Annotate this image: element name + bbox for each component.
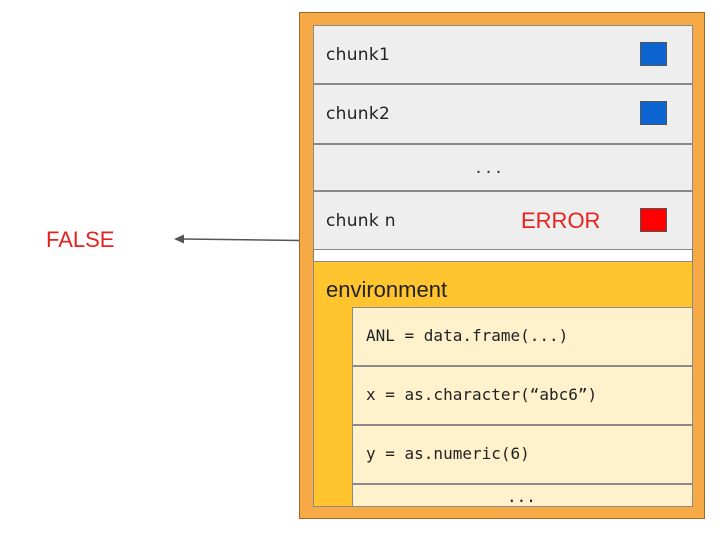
chunk-row-1 (313, 25, 693, 84)
error-square-icon (640, 208, 667, 232)
variable-text: y = as.numeric(6) (366, 444, 530, 463)
environment-title: environment (326, 277, 448, 302)
result-label: FALSE (46, 227, 115, 252)
variable-row (352, 366, 693, 425)
error-text: ERROR (521, 208, 601, 233)
chunk-row-2 (313, 84, 693, 144)
chunk-label-prefix: chunk (326, 211, 380, 231)
variable-ellipsis: ... (507, 487, 536, 506)
variable-row (352, 484, 693, 507)
status-square-icon (640, 42, 667, 66)
ellipsis: ... (474, 159, 505, 177)
variable-row (352, 307, 693, 366)
chunk-row-ellipsis (313, 144, 693, 191)
chunk-label: chunk n (326, 211, 396, 231)
chunk-label: chunk1 (326, 45, 391, 65)
status-square-icon (640, 101, 667, 125)
variable-text: x = as.character(“abc6”) (366, 385, 598, 404)
chunk-row-n (313, 191, 693, 250)
chunk-label: chunk2 (326, 104, 391, 124)
variable-row (352, 425, 693, 484)
arrow-icon (174, 234, 301, 244)
chunk-label-suffix: n (384, 211, 396, 231)
variable-text: ANL = data.frame(...) (366, 326, 569, 345)
